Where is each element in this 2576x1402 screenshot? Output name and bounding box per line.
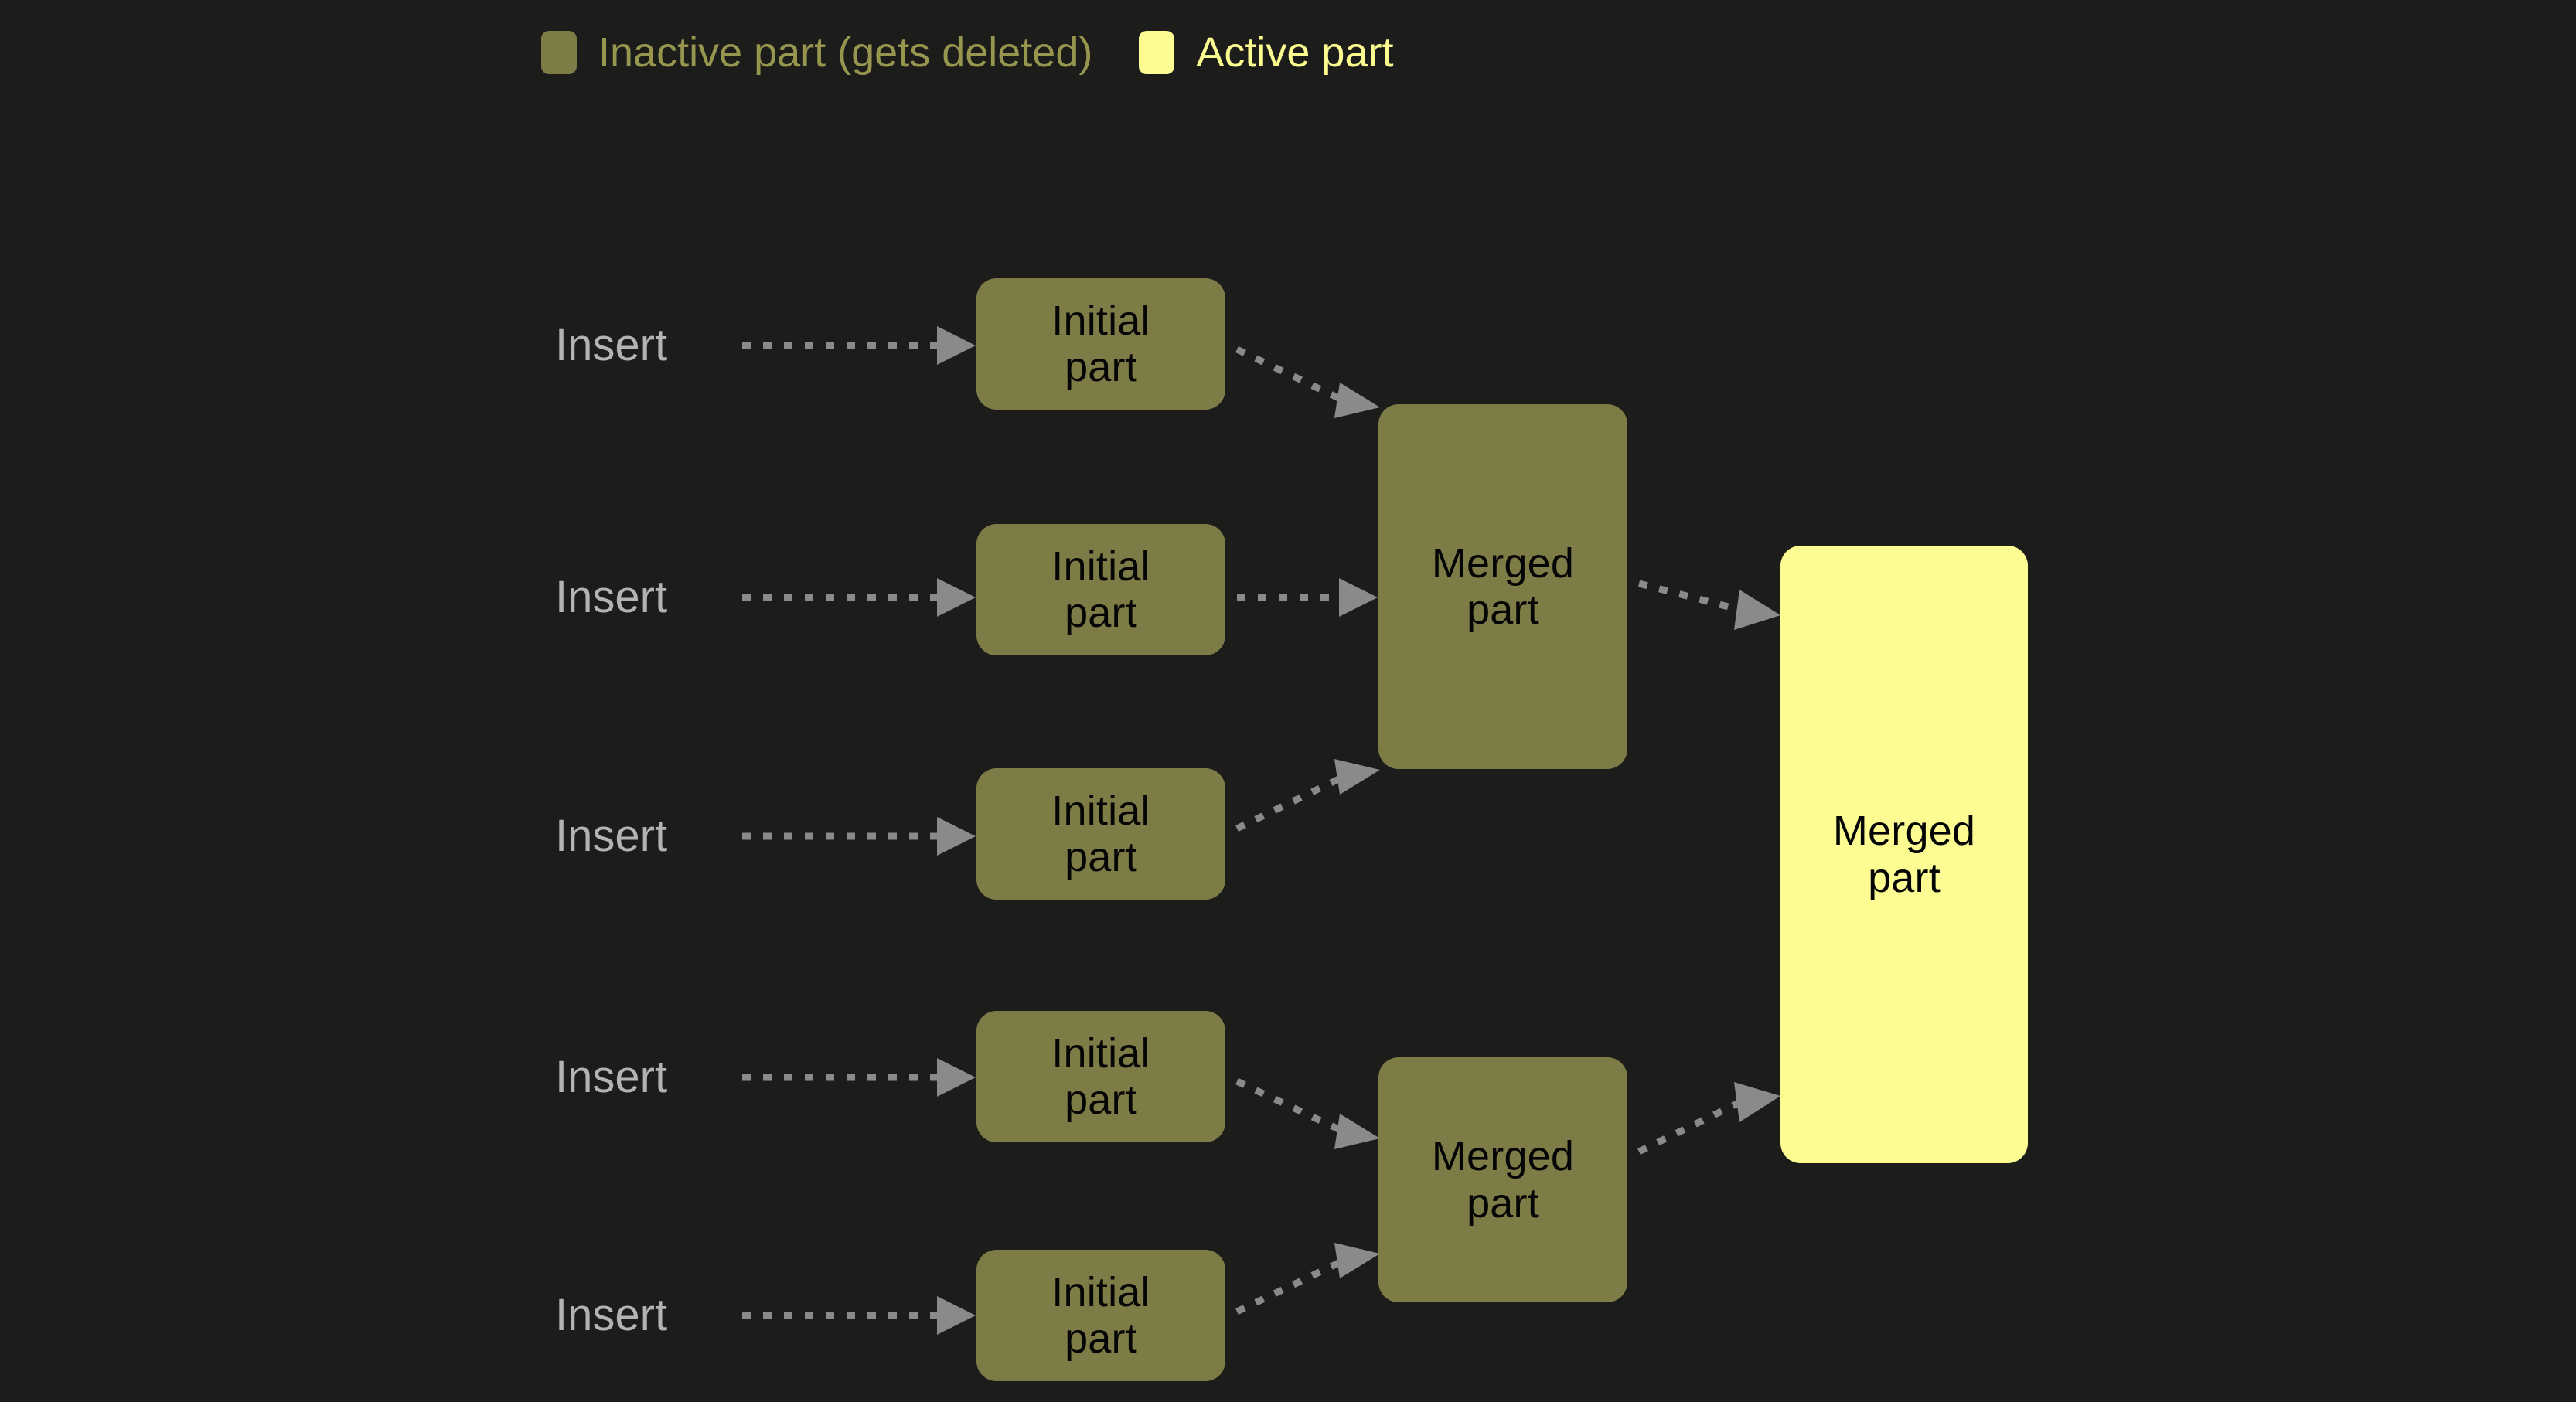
- node-initial-part-1-line1: Initial: [1051, 297, 1150, 344]
- node-merged-part-final-line1: Merged: [1832, 808, 1976, 855]
- legend-item-active: Active part: [1139, 31, 1393, 74]
- node-merged-part-top-line2: part: [1467, 587, 1539, 633]
- arrow-initial2-to-merged-top: [1237, 578, 1378, 617]
- node-initial-part-5-line2: part: [1065, 1315, 1137, 1362]
- insert-label-2: Insert: [555, 572, 668, 622]
- node-initial-part-1-line2: part: [1065, 344, 1137, 390]
- arrow-merged-bottom-to-final: [1637, 1082, 1780, 1155]
- node-initial-part-4-line2: part: [1065, 1077, 1137, 1123]
- insert-label-1: Insert: [555, 320, 668, 370]
- node-merged-part-bottom-line1: Merged: [1431, 1133, 1575, 1180]
- legend: Inactive part (gets deleted) Active part: [541, 22, 1393, 83]
- arrow-initial1-to-merged-top: [1235, 345, 1380, 418]
- node-initial-part-2-line1: Initial: [1051, 543, 1150, 590]
- node-merged-part-final-line2: part: [1868, 854, 1941, 901]
- node-initial-part-2-line2: part: [1065, 590, 1137, 636]
- insert-label-5: Insert: [555, 1290, 668, 1340]
- node-merged-part-top-line1: Merged: [1431, 539, 1575, 587]
- arrow-initial4-to-merged-bottom: [1235, 1077, 1380, 1149]
- legend-label-active: Active part: [1196, 29, 1394, 76]
- arrow-insert-to-initial-2: [742, 578, 976, 617]
- node-initial-part-3-line1: Initial: [1051, 787, 1150, 834]
- legend-item-inactive: Inactive part (gets deleted): [541, 31, 1092, 74]
- insert-label-3: Insert: [555, 811, 668, 861]
- arrow-merged-top-to-final: [1637, 580, 1780, 630]
- node-initial-part-4-line1: Initial: [1051, 1029, 1150, 1077]
- node-initial-part-3-line2: part: [1065, 834, 1137, 880]
- arrow-initial3-to-merged-top: [1235, 759, 1380, 832]
- arrow-insert-to-initial-4: [742, 1058, 976, 1097]
- active-part-swatch-icon: [1139, 31, 1175, 74]
- arrow-initial5-to-merged-bottom: [1235, 1243, 1380, 1315]
- legend-label-inactive: Inactive part (gets deleted): [598, 29, 1093, 76]
- arrow-insert-to-initial-3: [742, 817, 976, 856]
- inactive-part-swatch-icon: [541, 31, 577, 74]
- arrow-insert-to-initial-1: [742, 326, 976, 365]
- arrow-insert-to-initial-5: [742, 1296, 976, 1335]
- node-merged-part-bottom-line2: part: [1467, 1179, 1539, 1227]
- node-initial-part-5-line1: Initial: [1051, 1268, 1150, 1315]
- insert-label-4: Insert: [555, 1052, 668, 1102]
